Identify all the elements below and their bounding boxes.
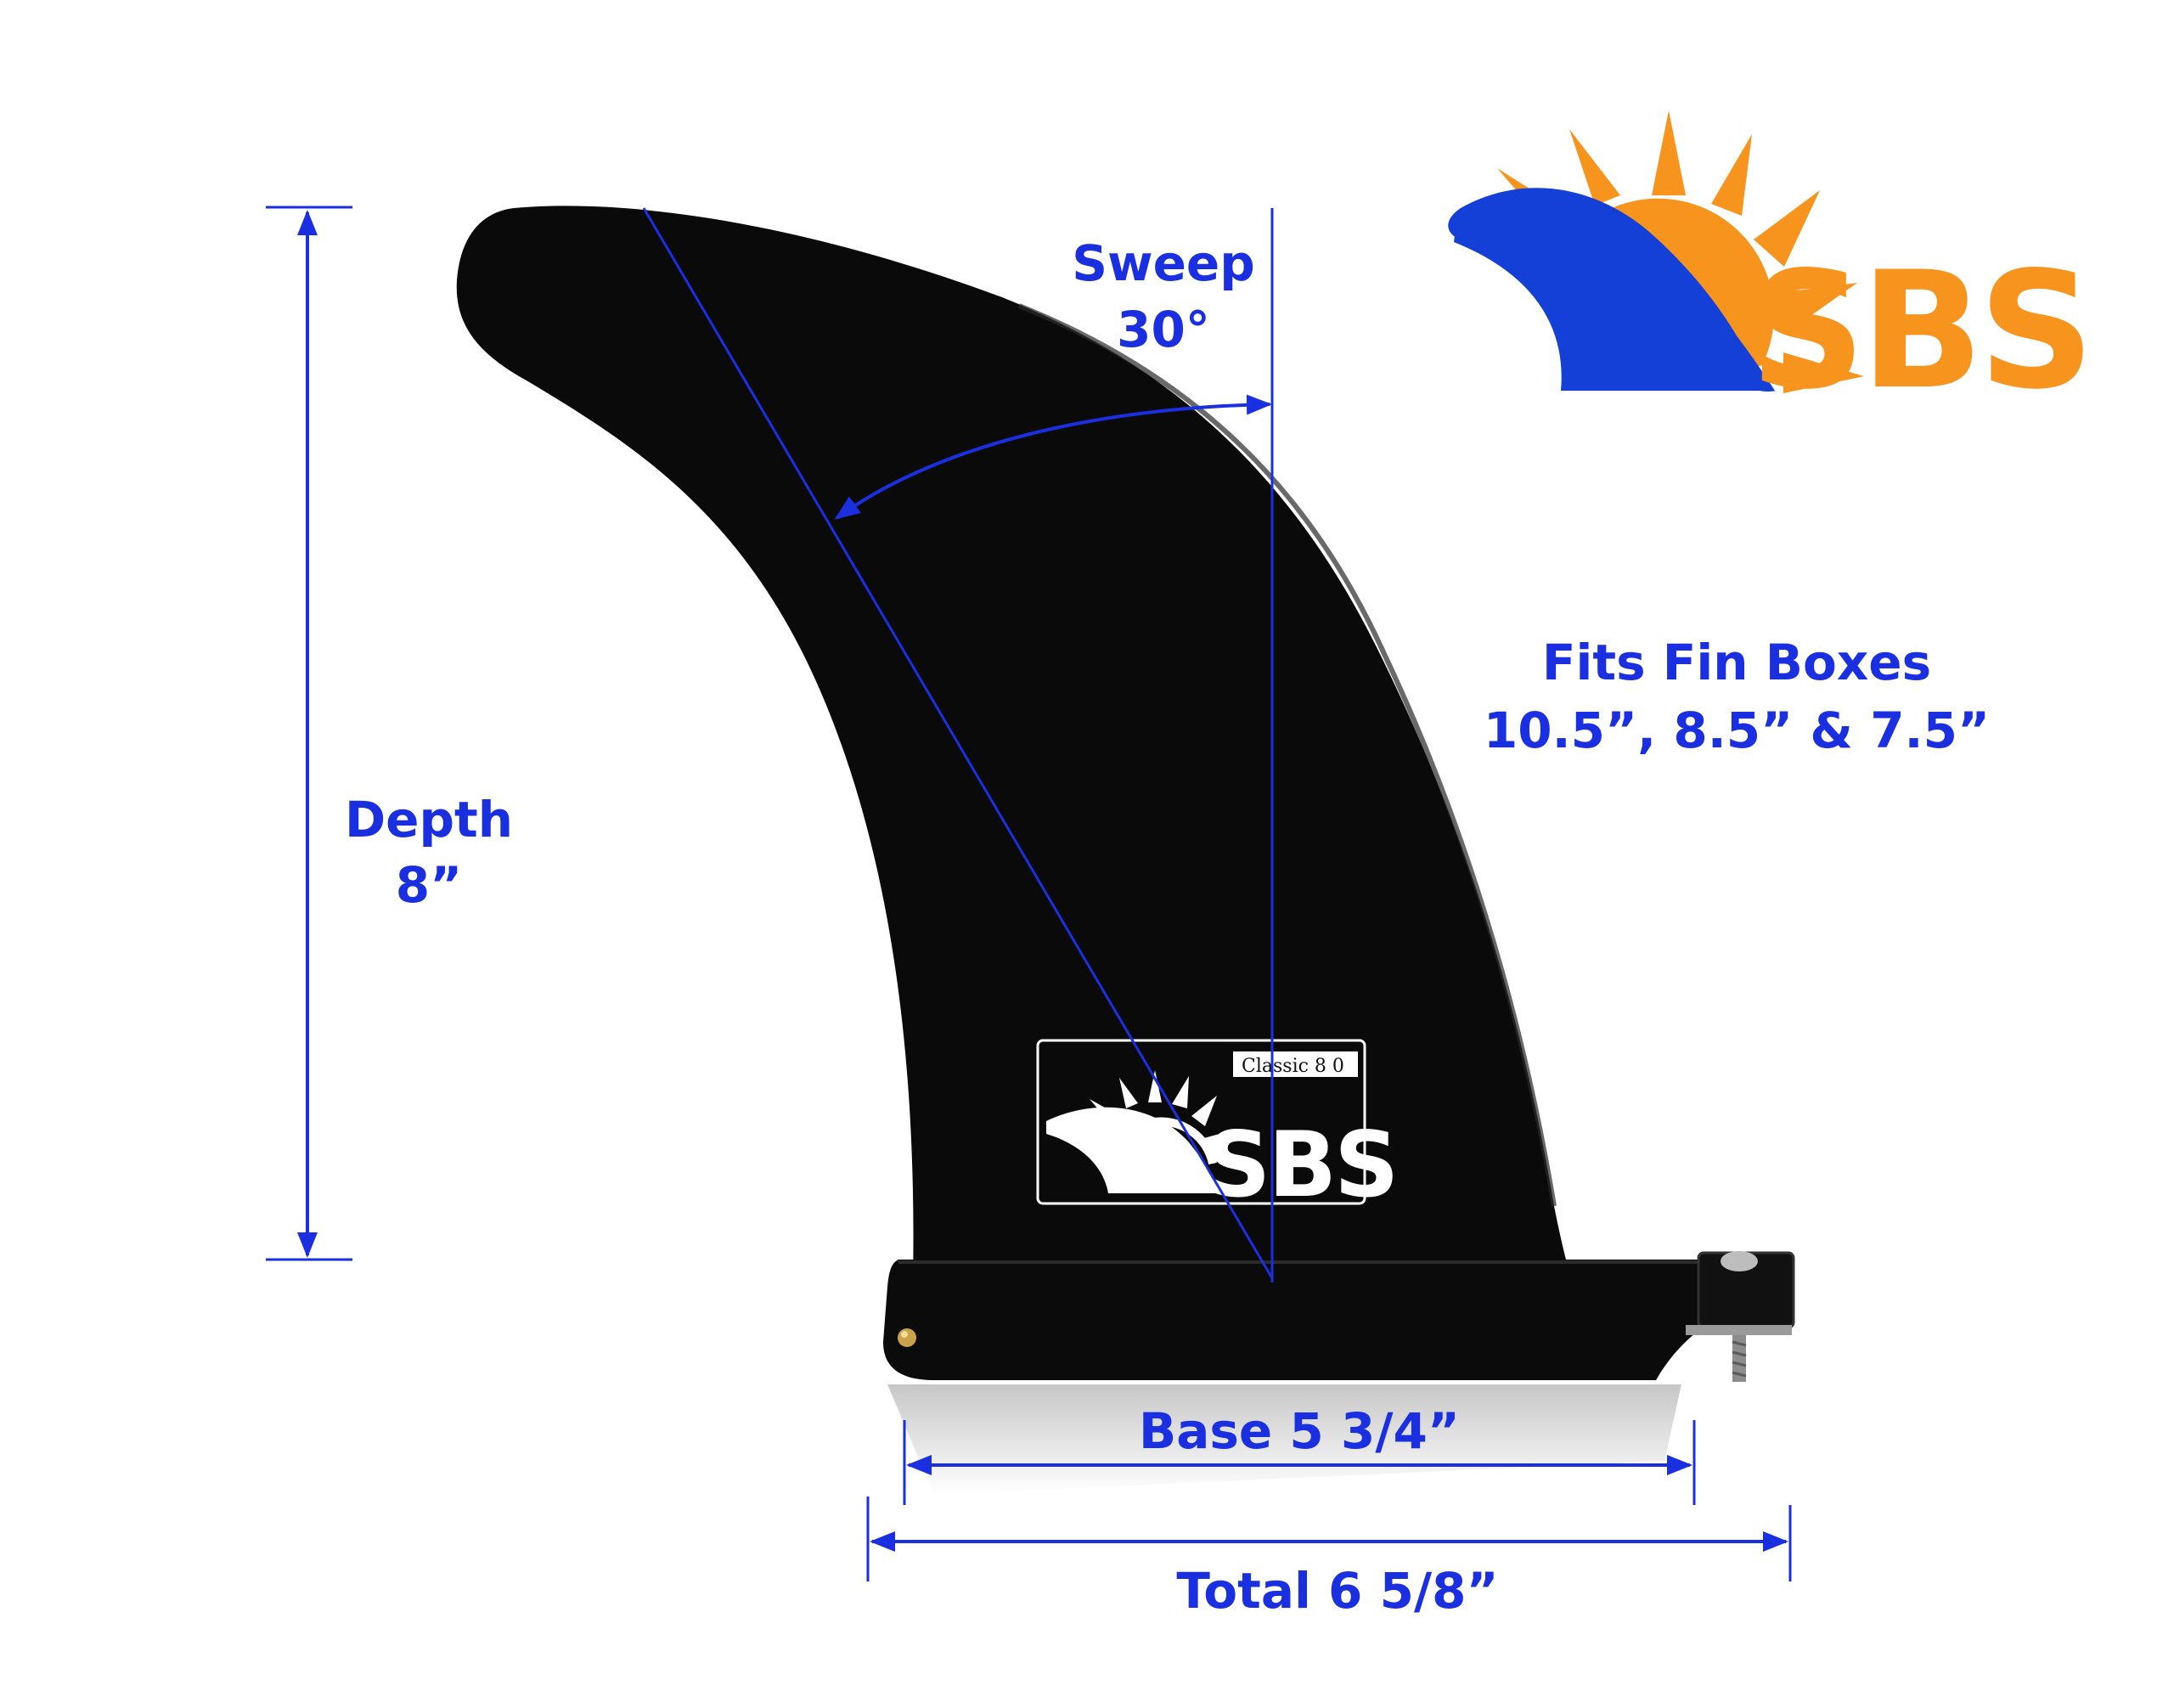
fits-line-1: Fits Fin Boxes: [1542, 634, 1931, 691]
sweep-measure: [642, 207, 1274, 1282]
logo-text: SBS: [1749, 237, 2090, 425]
depth-value: 8”: [396, 856, 462, 914]
badge-brand-text: SBS: [1206, 1113, 1396, 1217]
sbs-logo: SBS: [1448, 110, 2095, 425]
base-measure: [903, 1420, 1696, 1505]
depth-measure: [266, 206, 352, 1261]
sweep-value: 30°: [1117, 301, 1210, 358]
fin-blade: [456, 206, 1573, 1282]
total-label: Total 6 5/8”: [1176, 1562, 1498, 1620]
base-label: Base 5 3/4”: [1139, 1402, 1460, 1460]
badge-model-text: Classic 8 0: [1242, 1056, 1344, 1077]
fin-badge: Classic 8 0 SBS: [1036, 1039, 1399, 1217]
brass-pin-icon: [898, 1328, 916, 1347]
badge-fin-icon: [1046, 1107, 1223, 1193]
depth-label: Depth: [345, 791, 513, 848]
fin-base-tab: [883, 1260, 1737, 1380]
sweep-angle-arc: [834, 394, 1272, 520]
fits-line-2: 10.5”, 8.5” & 7.5”: [1484, 702, 1990, 759]
fin: Classic 8 0 SBS: [456, 206, 1795, 1382]
screw-plate-icon: [1686, 1251, 1795, 1382]
total-measure: [866, 1497, 1792, 1581]
sweep-label: Sweep: [1072, 234, 1255, 292]
fin-highlight: [1017, 303, 1557, 1207]
